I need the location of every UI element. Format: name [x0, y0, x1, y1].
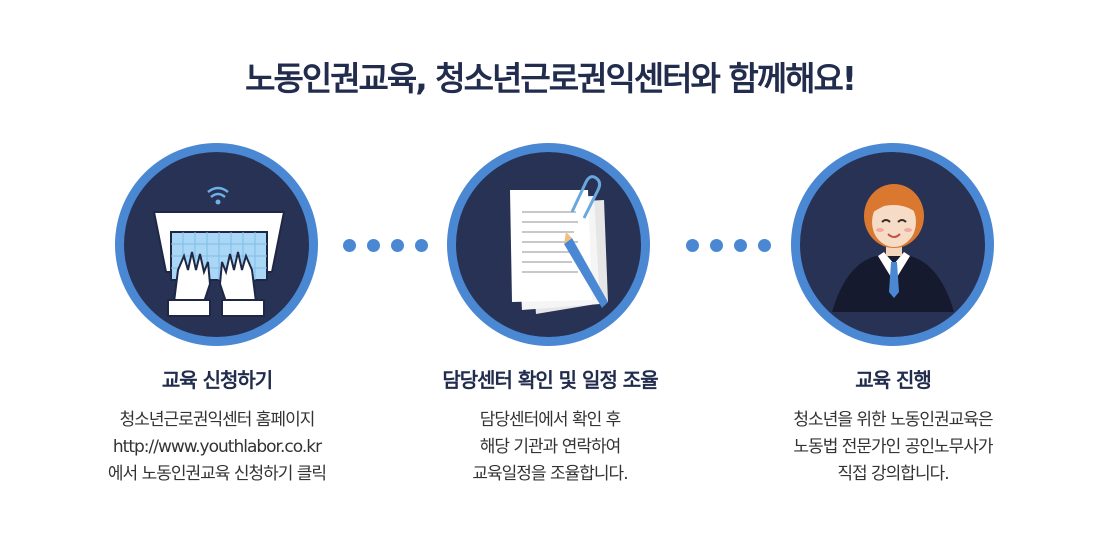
connector-dots-2	[686, 237, 782, 256]
step-3-circle	[791, 143, 994, 346]
step-2-line-3: 교육일정을 조율합니다.	[472, 464, 628, 484]
lawyer-icon	[832, 184, 954, 312]
step-3-description: 청소년을 위한 노동인권교육은 노동법 전문가인 공인노무사가 직접 강의합니다…	[723, 407, 1063, 488]
step-2-description: 담당센터에서 확인 후 해당 기관과 연락하여 교육일정을 조율합니다.	[380, 407, 720, 488]
step-1-circle	[115, 143, 318, 346]
step-2-circle	[447, 143, 650, 346]
step-1-line-1: 청소년근로권익센터 홈페이지	[119, 410, 316, 430]
step-2-title: 담당센터 확인 및 일정 조율	[442, 368, 658, 392]
laptop-icon	[152, 186, 286, 317]
step-1-title: 교육 신청하기	[161, 368, 273, 392]
step-3-line-1: 청소년을 위한 노동인권교육은	[793, 410, 993, 430]
step-3-line-2: 노동법 전문가인 공인노무사가	[793, 437, 993, 457]
page-title: 노동인권교육, 청소년근로권익센터와 함께해요!	[245, 59, 857, 98]
step-3-title: 교육 진행	[855, 368, 932, 392]
step-3-line-3: 직접 강의합니다.	[837, 464, 949, 484]
step-1-line-2: http://www.youthlabor.co.kr	[112, 437, 322, 457]
step-1-line-3: 에서 노동인권교육 신청하기 클릭	[107, 464, 327, 484]
step-1-description: 청소년근로권익센터 홈페이지 http://www.youthlabor.co.…	[47, 407, 387, 488]
step-2-line-2: 해당 기관과 연락하여	[479, 437, 622, 457]
connector-dots-1	[343, 237, 439, 256]
step-2-line-1: 담당센터에서 확인 후	[479, 410, 622, 430]
document-icon	[510, 175, 608, 314]
